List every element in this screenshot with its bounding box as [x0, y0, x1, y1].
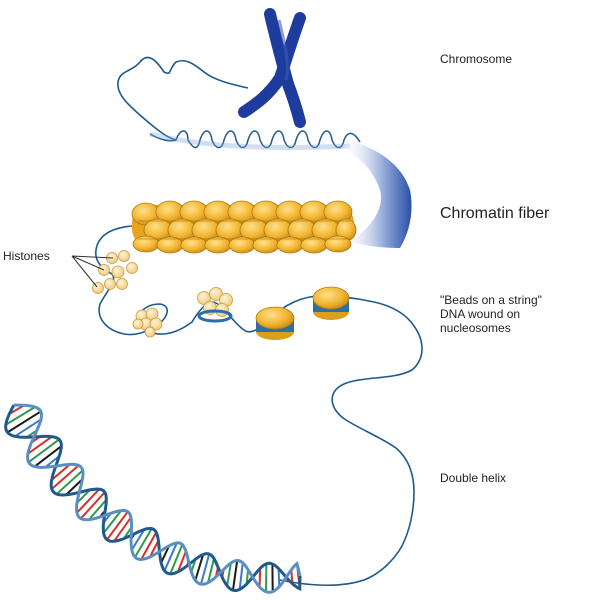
chromosome-dna-strand — [117, 56, 249, 141]
base-pair — [258, 568, 262, 587]
base-pair — [290, 569, 294, 584]
base-pair — [76, 489, 91, 504]
base-pair — [80, 491, 106, 520]
histones-pointer-lines — [71, 255, 114, 288]
helix-strand-a — [4, 404, 302, 592]
label-chromosome: Chromosome — [440, 52, 513, 66]
fiber-funnel — [344, 140, 412, 248]
nucleosome-2 — [312, 286, 350, 320]
base-pair — [200, 553, 211, 585]
base-pair — [8, 404, 25, 415]
base-pair — [51, 463, 71, 481]
base-pair — [207, 558, 215, 583]
base-pair — [44, 455, 60, 469]
base-pair — [102, 509, 122, 534]
base-pair — [277, 568, 281, 587]
base-pair — [148, 540, 160, 558]
double-helix — [4, 403, 302, 594]
base-pair — [14, 418, 42, 438]
base-pair — [55, 469, 84, 495]
base-pairs — [5, 404, 301, 592]
base-pair — [34, 445, 62, 468]
base-pair — [27, 435, 53, 455]
base-pair — [106, 511, 129, 541]
base-pair — [169, 544, 184, 575]
base-pair — [160, 545, 170, 564]
nucleosome-1 — [255, 306, 295, 340]
chromosome — [238, 8, 306, 128]
base-pair — [231, 560, 239, 591]
base-pair — [5, 406, 36, 426]
histone-octamer — [132, 307, 163, 338]
chromatin-fiber — [131, 200, 357, 254]
base-pair — [194, 554, 205, 581]
label-histones: Histones — [3, 249, 50, 263]
base-pair — [140, 531, 158, 560]
base-pair — [238, 562, 244, 590]
base-pair — [88, 499, 108, 521]
base-pair — [177, 550, 187, 573]
base-pair — [130, 529, 146, 551]
label-chromatin-fiber: Chromatin fiber — [440, 205, 550, 222]
base-pair — [226, 562, 232, 586]
base-pair — [6, 410, 42, 434]
base-pair — [76, 488, 100, 514]
base-pair — [163, 542, 178, 572]
coil-shadow — [149, 131, 351, 150]
base-pair — [113, 516, 132, 542]
base-pair — [134, 528, 153, 558]
helix-strand-b — [13, 403, 302, 594]
base-pair — [28, 438, 60, 463]
base-pair — [65, 478, 84, 496]
label-double-helix: Double helix — [440, 471, 507, 485]
label-beads-on-a-string: "Beads on a string" DNA wound on nucleos… — [440, 293, 542, 335]
nucleosome-forming — [197, 287, 233, 323]
base-pair — [51, 464, 80, 490]
linker-dna — [94, 225, 423, 587]
solenoid-coil — [149, 130, 361, 149]
